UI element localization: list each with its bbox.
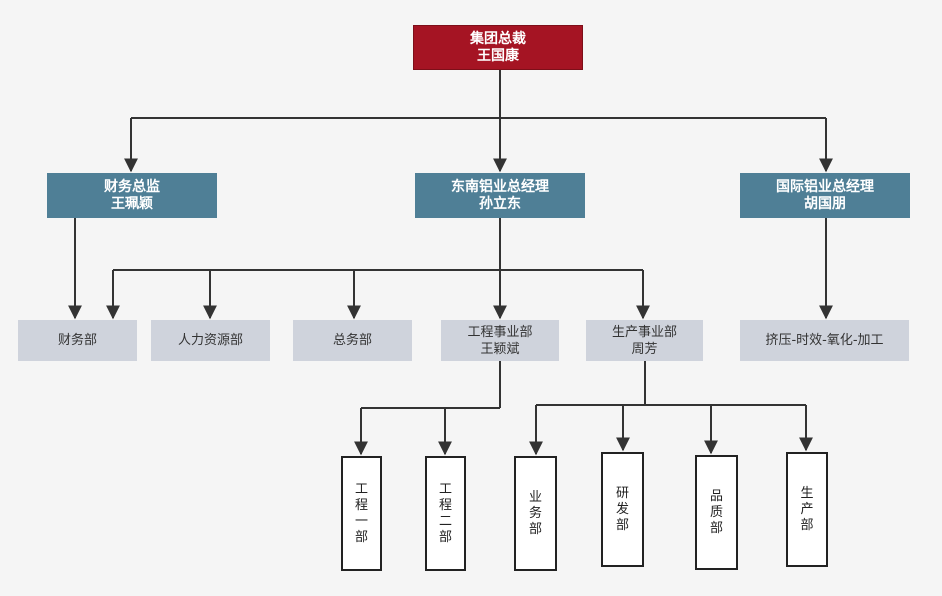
international-gm-title: 国际铝业总经理	[776, 178, 874, 195]
dept-production-name: 周芳	[631, 341, 658, 357]
unit-label-char: 工	[354, 481, 368, 497]
unit-label-char: 质	[709, 504, 723, 520]
unit-label-char: 品	[709, 488, 723, 504]
dept-finance[interactable]: 财务部	[18, 320, 137, 361]
dept-production[interactable]: 生产事业部 周芳	[586, 320, 703, 361]
unit-label-char: 部	[800, 517, 814, 533]
southeast-gm-title: 东南铝业总经理	[451, 178, 549, 195]
dept-extrusion[interactable]: 挤压-时效-氧化-加工	[740, 320, 909, 361]
unit-label-char: 务	[528, 505, 542, 521]
dept-finance-label: 财务部	[57, 333, 97, 348]
connector-southeast-bus	[113, 218, 643, 271]
ceo-name: 王国康	[477, 47, 519, 64]
connector-production-bus	[536, 361, 806, 406]
connector-ceo-to-level2	[131, 70, 826, 119]
unit-label-char: 程	[354, 497, 368, 513]
international-gm-box[interactable]: 国际铝业总经理 胡国朋	[740, 173, 910, 218]
unit-label-char: 部	[615, 517, 629, 533]
unit-label-char: 程	[438, 497, 452, 513]
dept-hr-label: 人力资源部	[177, 333, 243, 348]
unit-label-char: 产	[800, 501, 814, 517]
dept-engineering[interactable]: 工程事业部 王颖斌	[441, 320, 559, 361]
unit-label-char: 生	[800, 485, 814, 501]
connector-engineering-bus	[361, 361, 501, 409]
unit-label-char: 研	[615, 485, 629, 501]
unit-label-char: 部	[354, 529, 368, 545]
unit-business[interactable]: 业务部	[514, 456, 557, 571]
international-gm-name: 胡国朋	[804, 195, 846, 212]
unit-label-char: 二	[438, 513, 452, 529]
ceo-box[interactable]: 集团总裁 王国康	[413, 25, 583, 70]
dept-production-title: 生产事业部	[611, 324, 677, 340]
ceo-title: 集团总裁	[470, 30, 526, 47]
finance-director-title: 财务总监	[104, 178, 160, 195]
unit-label-char: 发	[615, 501, 629, 517]
dept-engineering-title: 工程事业部	[467, 324, 533, 340]
unit-quality[interactable]: 品质部	[695, 455, 738, 570]
dept-general-affairs-label: 总务部	[332, 333, 372, 348]
southeast-gm-name: 孙立东	[479, 195, 521, 212]
unit-rnd[interactable]: 研发部	[601, 452, 644, 567]
unit-label-char: 部	[528, 521, 542, 537]
unit-manufacturing[interactable]: 生产部	[786, 452, 828, 567]
dept-general-affairs[interactable]: 总务部	[293, 320, 412, 361]
unit-label-char: 业	[528, 489, 542, 505]
unit-eng1[interactable]: 工程一部	[341, 456, 382, 571]
dept-engineering-name: 王颖斌	[480, 341, 520, 357]
unit-label-char: 部	[709, 520, 723, 536]
finance-director-box[interactable]: 财务总监 王珮颖	[47, 173, 217, 218]
unit-label-char: 一	[354, 513, 368, 529]
unit-label-char: 部	[438, 529, 452, 545]
unit-eng2[interactable]: 工程二部	[425, 456, 466, 571]
dept-extrusion-label: 挤压-时效-氧化-加工	[765, 333, 884, 348]
southeast-gm-box[interactable]: 东南铝业总经理 孙立东	[415, 173, 585, 218]
unit-label-char: 工	[438, 481, 452, 497]
dept-hr[interactable]: 人力资源部	[151, 320, 270, 361]
finance-director-name: 王珮颖	[111, 195, 153, 212]
